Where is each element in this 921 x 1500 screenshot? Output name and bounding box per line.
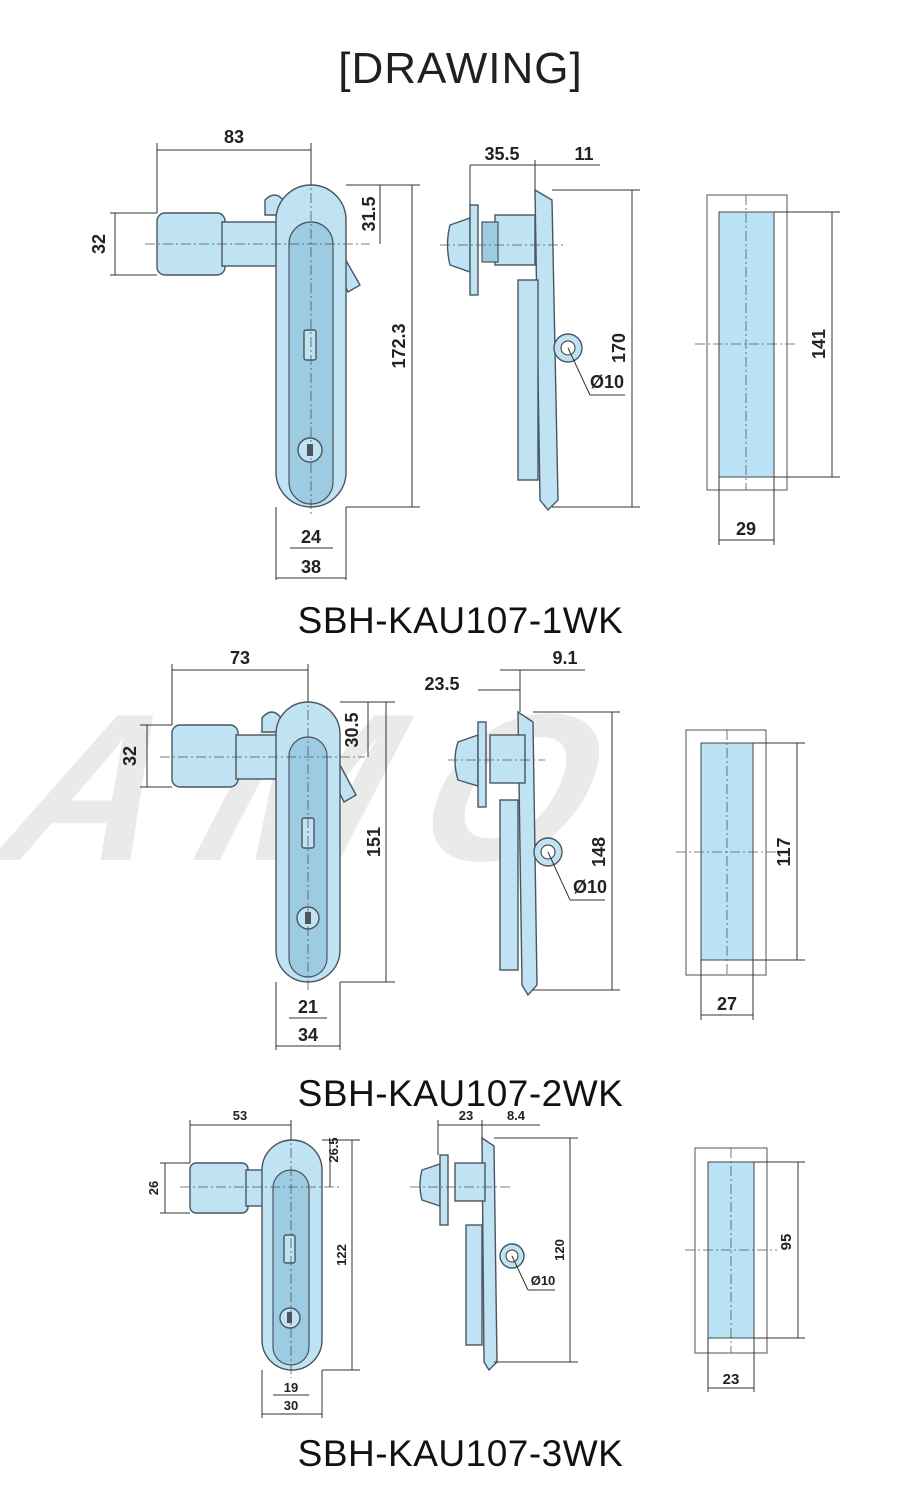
model-3-side-view: 23 8.4 120 Ø10 xyxy=(410,1108,578,1372)
dim-hole: Ø10 xyxy=(531,1273,556,1288)
model-1-label: SBH-KAU107-1WK xyxy=(297,600,624,641)
dim-height: 151 xyxy=(364,827,384,857)
dim-inner-w: 24 xyxy=(301,527,321,547)
dim-side-thk: 9.1 xyxy=(552,648,577,668)
model-2-front-view: 73 32 30.5 151 21 34 xyxy=(120,648,395,1050)
dim-side-height: 148 xyxy=(589,837,609,867)
dim-cut-height: 95 xyxy=(778,1234,795,1251)
model-3-front-view: 53 26 26.5 122 19 30 xyxy=(146,1108,360,1418)
dim-side-height: 120 xyxy=(552,1239,567,1261)
dim-cut-width: 29 xyxy=(736,519,756,539)
dim-height: 122 xyxy=(334,1244,349,1266)
dim-inner-w: 21 xyxy=(298,997,318,1017)
dim-top-off: 30.5 xyxy=(342,712,362,747)
dim-hole: Ø10 xyxy=(573,877,607,897)
dim-side-thk: 11 xyxy=(574,144,593,164)
model-3-cutout-view: 95 23 xyxy=(685,1147,805,1392)
model-2-side-view: 23.5 9.1 148 Ø10 xyxy=(424,648,620,997)
dim-hole: Ø10 xyxy=(590,372,624,392)
dim-side-depth: 35.5 xyxy=(484,144,519,164)
dim-handle-len: 53 xyxy=(233,1108,247,1123)
dim-inner-w: 19 xyxy=(284,1380,298,1395)
dim-outer-w: 34 xyxy=(298,1025,318,1045)
model-3-drawing: 53 26 26.5 122 19 30 23 8.4 12 xyxy=(146,1108,805,1418)
model-3-label: SBH-KAU107-3WK xyxy=(297,1433,624,1474)
model-2-cutout-view: 117 27 xyxy=(676,729,805,1020)
model-1-cutout-view: 141 29 xyxy=(695,194,840,545)
dim-cut-height: 117 xyxy=(774,837,794,866)
dim-side-depth: 23 xyxy=(459,1108,473,1123)
dim-cyl-dia: 32 xyxy=(89,234,109,254)
dim-handle-len: 73 xyxy=(230,648,250,668)
model-1-drawing: 83 32 31.5 172.3 24 38 35.5 xyxy=(89,127,840,580)
dim-cut-height: 141 xyxy=(809,329,829,359)
dim-side-thk: 8.4 xyxy=(507,1108,526,1123)
dim-top-off: 31.5 xyxy=(359,196,379,231)
dim-cyl-dia: 26 xyxy=(146,1181,161,1195)
dim-handle-len: 83 xyxy=(224,127,244,147)
model-1-side-view: 35.5 11 170 Ø10 xyxy=(440,144,640,512)
dim-side-depth: 23.5 xyxy=(424,674,459,694)
model-2-label: SBH-KAU107-2WK xyxy=(297,1073,624,1114)
dim-cyl-dia: 32 xyxy=(120,746,140,766)
model-1-front-view: 83 32 31.5 172.3 24 38 xyxy=(89,127,420,580)
dim-top-off: 26.5 xyxy=(326,1137,341,1162)
model-2-drawing: 73 32 30.5 151 21 34 23.5 9.1 xyxy=(120,648,805,1050)
dim-side-height: 170 xyxy=(609,333,629,363)
page-title: [DRAWING] xyxy=(338,44,583,93)
dim-cut-width: 23 xyxy=(723,1371,740,1388)
dim-outer-w: 30 xyxy=(284,1398,298,1413)
dim-outer-w: 38 xyxy=(301,557,321,577)
dim-height: 172.3 xyxy=(389,323,409,368)
dim-cut-width: 27 xyxy=(717,994,737,1014)
